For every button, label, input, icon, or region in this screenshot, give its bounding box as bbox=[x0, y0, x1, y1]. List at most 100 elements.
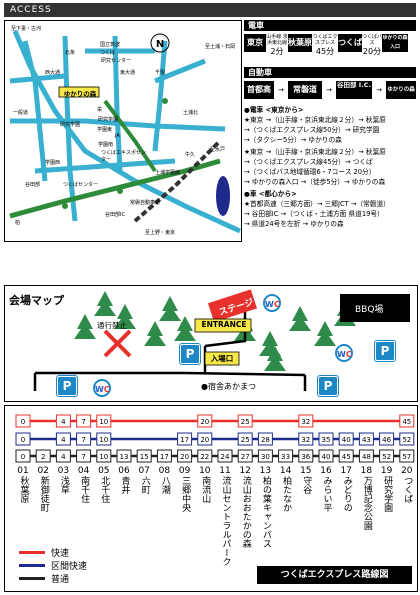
tx-line bbox=[103, 99, 157, 173]
local-time-marker: 57 bbox=[399, 449, 415, 463]
map-label-24: 谷田部IC bbox=[105, 212, 125, 218]
map-label-19: 千現 bbox=[155, 70, 166, 76]
map-label-23: 常磐自動車道 bbox=[130, 200, 161, 206]
station-name: 万博記念公園 bbox=[361, 476, 372, 530]
svg-text:30: 30 bbox=[261, 453, 270, 461]
station-number: 01 bbox=[17, 466, 29, 476]
car-point-joban: 常磐道 bbox=[288, 81, 322, 99]
local-time-marker: 22 bbox=[197, 449, 213, 463]
local-time-marker: 20 bbox=[177, 449, 193, 463]
svg-text:24: 24 bbox=[221, 453, 230, 461]
semi-time-marker: 35 bbox=[318, 432, 334, 446]
map-label-21: 柏 bbox=[15, 220, 21, 226]
rapid-time-marker: 20 bbox=[197, 414, 213, 428]
semi-time-marker: 52 bbox=[399, 432, 415, 446]
rapid-time-marker: 10 bbox=[96, 414, 112, 428]
local-time-marker: 13 bbox=[116, 449, 132, 463]
svg-text:17: 17 bbox=[160, 453, 169, 461]
semi-time-marker: 17 bbox=[177, 432, 193, 446]
map-label-5: 栄 bbox=[97, 107, 103, 113]
svg-text:52: 52 bbox=[402, 436, 411, 444]
map-label-16: 西大通 bbox=[45, 70, 61, 76]
station-name: みどりの bbox=[341, 476, 352, 512]
station-number: 18 bbox=[360, 466, 373, 476]
svg-text:27: 27 bbox=[241, 453, 250, 461]
map-label-1: 北条 bbox=[65, 50, 76, 56]
semi-time-marker: 0 bbox=[15, 432, 31, 446]
map-label-8: JA bbox=[115, 133, 120, 139]
semi-time-marker: 7 bbox=[76, 432, 92, 446]
semi-time-marker: 32 bbox=[298, 432, 314, 446]
svg-text:20: 20 bbox=[180, 453, 189, 461]
svg-text:32: 32 bbox=[301, 436, 310, 444]
local-time-marker: 30 bbox=[257, 449, 273, 463]
station-name: つくば bbox=[402, 476, 413, 503]
local-time-marker: 17 bbox=[156, 449, 172, 463]
station-name: 青井 bbox=[119, 476, 130, 494]
station-name: 北千住 bbox=[99, 476, 110, 503]
svg-text:45: 45 bbox=[402, 418, 411, 426]
station-name: 六町 bbox=[139, 476, 150, 494]
parking-icon: P bbox=[375, 341, 395, 361]
map-label-3: つくば bbox=[100, 50, 116, 56]
venue-label: ゆかりの森 bbox=[63, 90, 97, 98]
car-point-shutoko: 首都高 bbox=[244, 81, 274, 99]
train-leg-3: つくばバス 20分 bbox=[362, 34, 383, 56]
svg-text:40: 40 bbox=[342, 436, 351, 444]
local-time-marker: 15 bbox=[136, 449, 152, 463]
legend: 快速区間快速普通 bbox=[19, 546, 87, 585]
directions-text: ●電車 <東京から> ★東京 →（山手線・京浜東北線２分）→ 秋葉原 →（つくば… bbox=[244, 106, 390, 228]
station-name: みらい平 bbox=[321, 476, 332, 512]
legend-label: 普通 bbox=[51, 575, 70, 585]
svg-text:13: 13 bbox=[120, 453, 129, 461]
semi-time-marker: 28 bbox=[257, 432, 273, 446]
entrance-label: ENTRANCE bbox=[201, 320, 247, 329]
wc-icon: WC bbox=[263, 294, 281, 312]
map-label-12: 土浦北 bbox=[183, 110, 199, 116]
train-station-akihabara: 秋葉原 bbox=[288, 34, 312, 52]
reception-label: 入場口 bbox=[210, 354, 234, 363]
svg-text:0: 0 bbox=[21, 453, 25, 461]
local-time-marker: 0 bbox=[15, 449, 31, 463]
svg-text:20: 20 bbox=[200, 436, 209, 444]
station-number: 17 bbox=[340, 466, 352, 476]
map-label-7: 学園東 bbox=[97, 127, 113, 133]
station-number: 14 bbox=[279, 466, 292, 476]
svg-text:40: 40 bbox=[322, 453, 331, 461]
rapid-time-marker: 4 bbox=[55, 414, 71, 428]
area-map-svg: N bbox=[9, 30, 242, 234]
tree-icons bbox=[74, 291, 356, 371]
venue-map-title: 会場マップ bbox=[9, 294, 64, 307]
legend-label: 快速 bbox=[51, 549, 70, 559]
map-label-14: 牛久 bbox=[185, 152, 196, 158]
svg-text:35: 35 bbox=[322, 436, 331, 444]
station-name: 秋葉原 bbox=[18, 476, 29, 503]
svg-text:45: 45 bbox=[342, 453, 351, 461]
station-number: 20 bbox=[401, 466, 413, 476]
rapid-time-marker: 45 bbox=[399, 414, 415, 428]
station-number: 12 bbox=[239, 466, 251, 476]
svg-text:46: 46 bbox=[382, 436, 391, 444]
semi-time-marker: 10 bbox=[96, 432, 112, 446]
svg-text:4: 4 bbox=[61, 418, 66, 426]
station-number: 04 bbox=[77, 466, 90, 476]
rapid-time-marker: 7 bbox=[76, 414, 92, 428]
svg-text:25: 25 bbox=[241, 418, 250, 426]
station-number: 02 bbox=[37, 466, 49, 476]
expressway bbox=[133, 139, 222, 223]
svg-text:10: 10 bbox=[99, 453, 108, 461]
local-time-marker: 7 bbox=[76, 449, 92, 463]
map-label-0: 至下妻・古河 bbox=[11, 26, 42, 32]
station-number: 09 bbox=[178, 466, 191, 476]
